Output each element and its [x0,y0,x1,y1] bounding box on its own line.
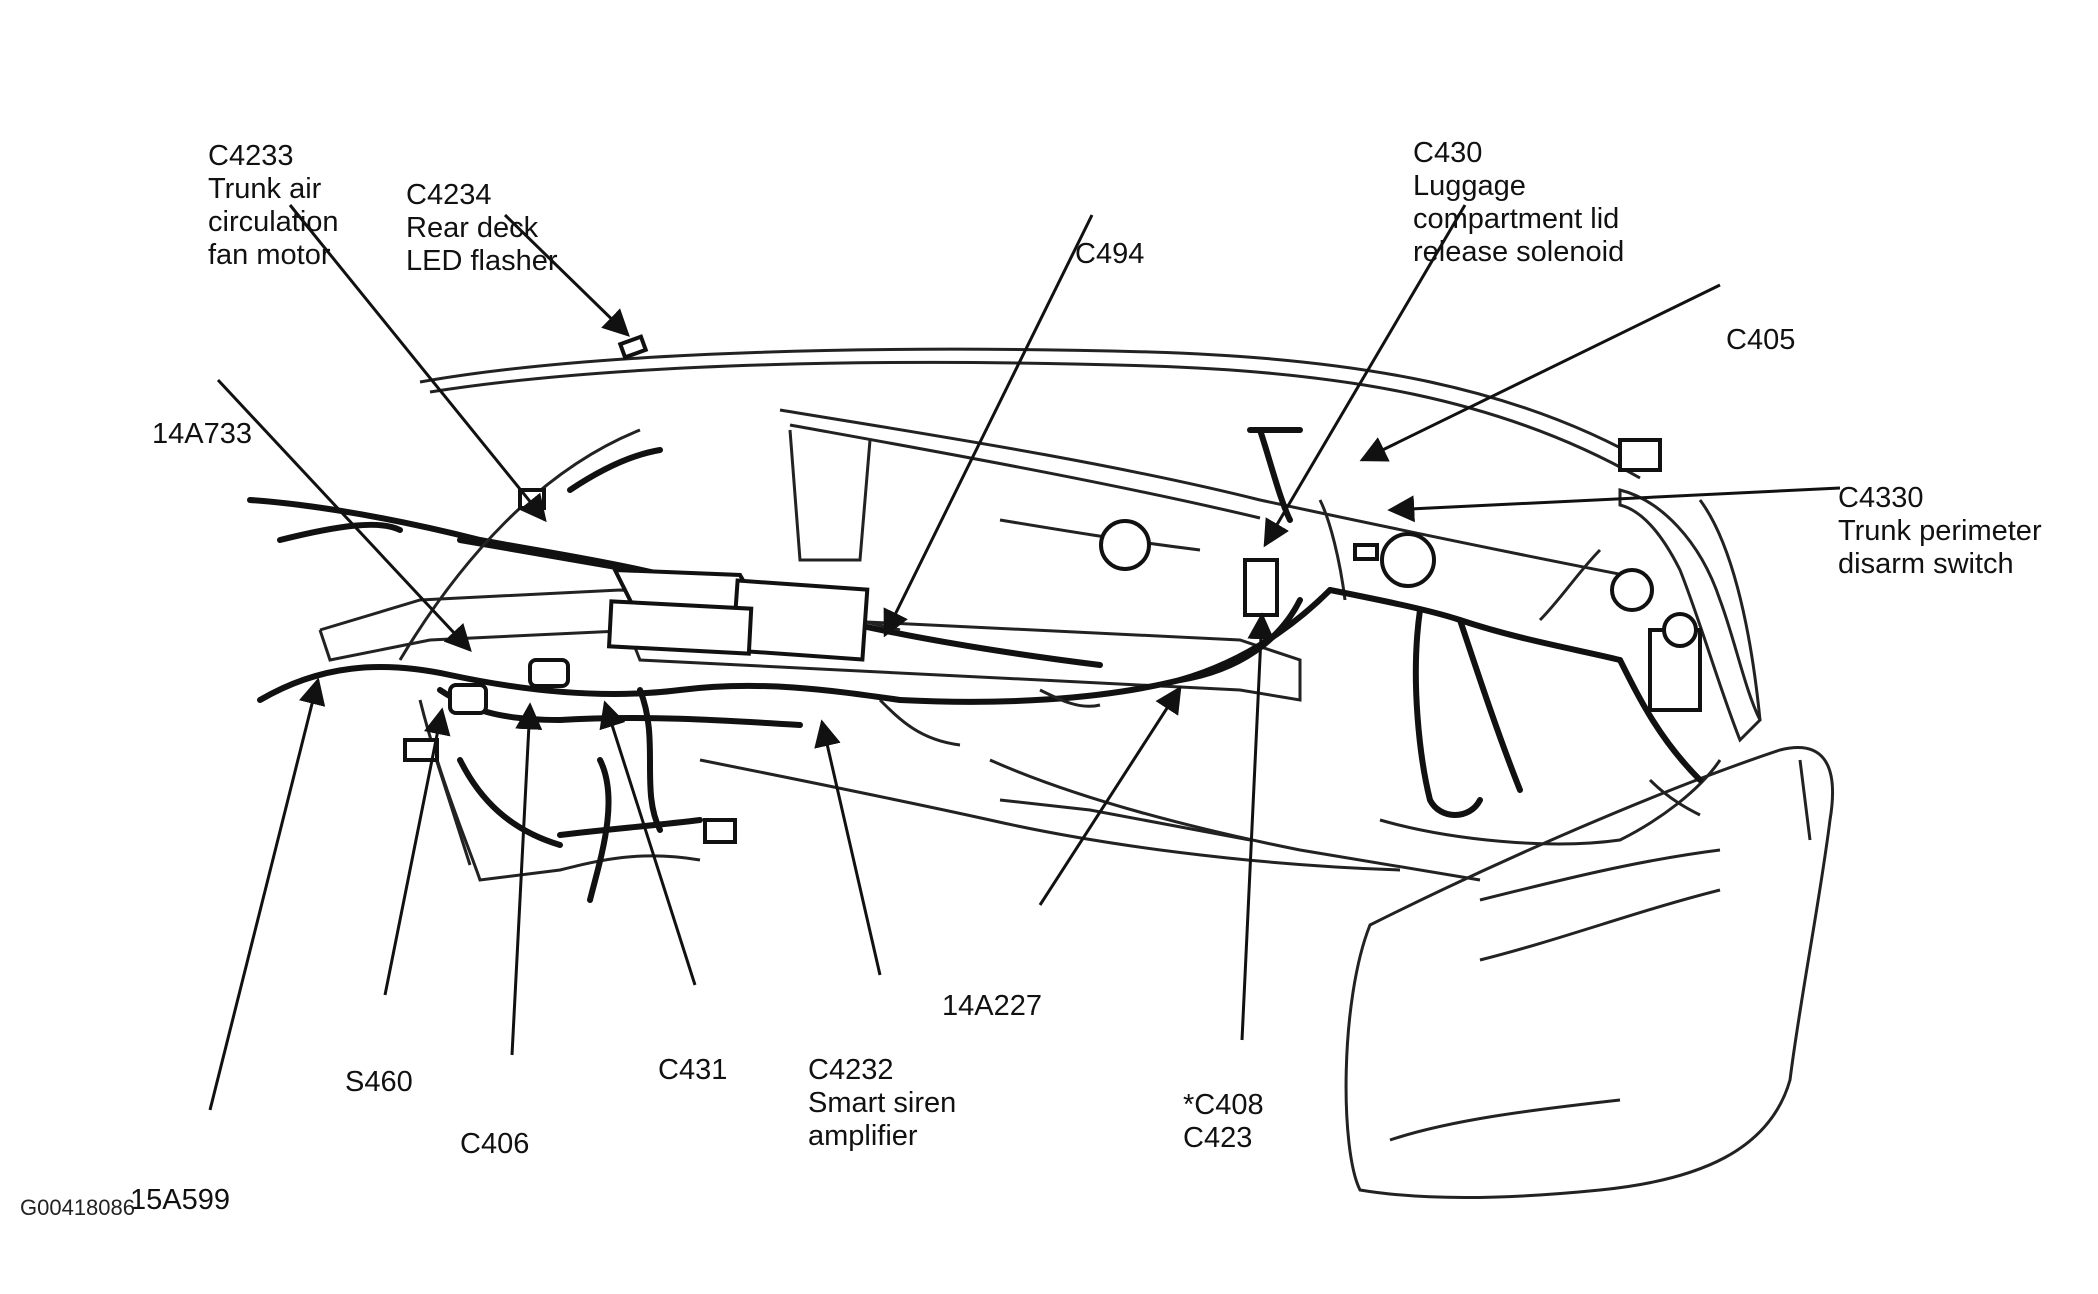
leader-lines [208,204,1841,1111]
modules [403,334,1702,844]
callout-s460: S460 [345,1066,413,1098]
figure-id: G00418086 [20,1195,135,1220]
callout-c431: C431 [658,1054,728,1086]
callout-c494: C494 [1075,238,1145,270]
callout-14a733: 14A733 [152,418,252,450]
callout-14a227: 14A227 [942,990,1042,1022]
callout-c405: C405 [1726,324,1796,356]
callout-c406: C406 [460,1128,530,1160]
harness [247,427,1703,903]
trunk-body [318,347,1835,1199]
callout-15a599: 15A599 [130,1184,230,1216]
